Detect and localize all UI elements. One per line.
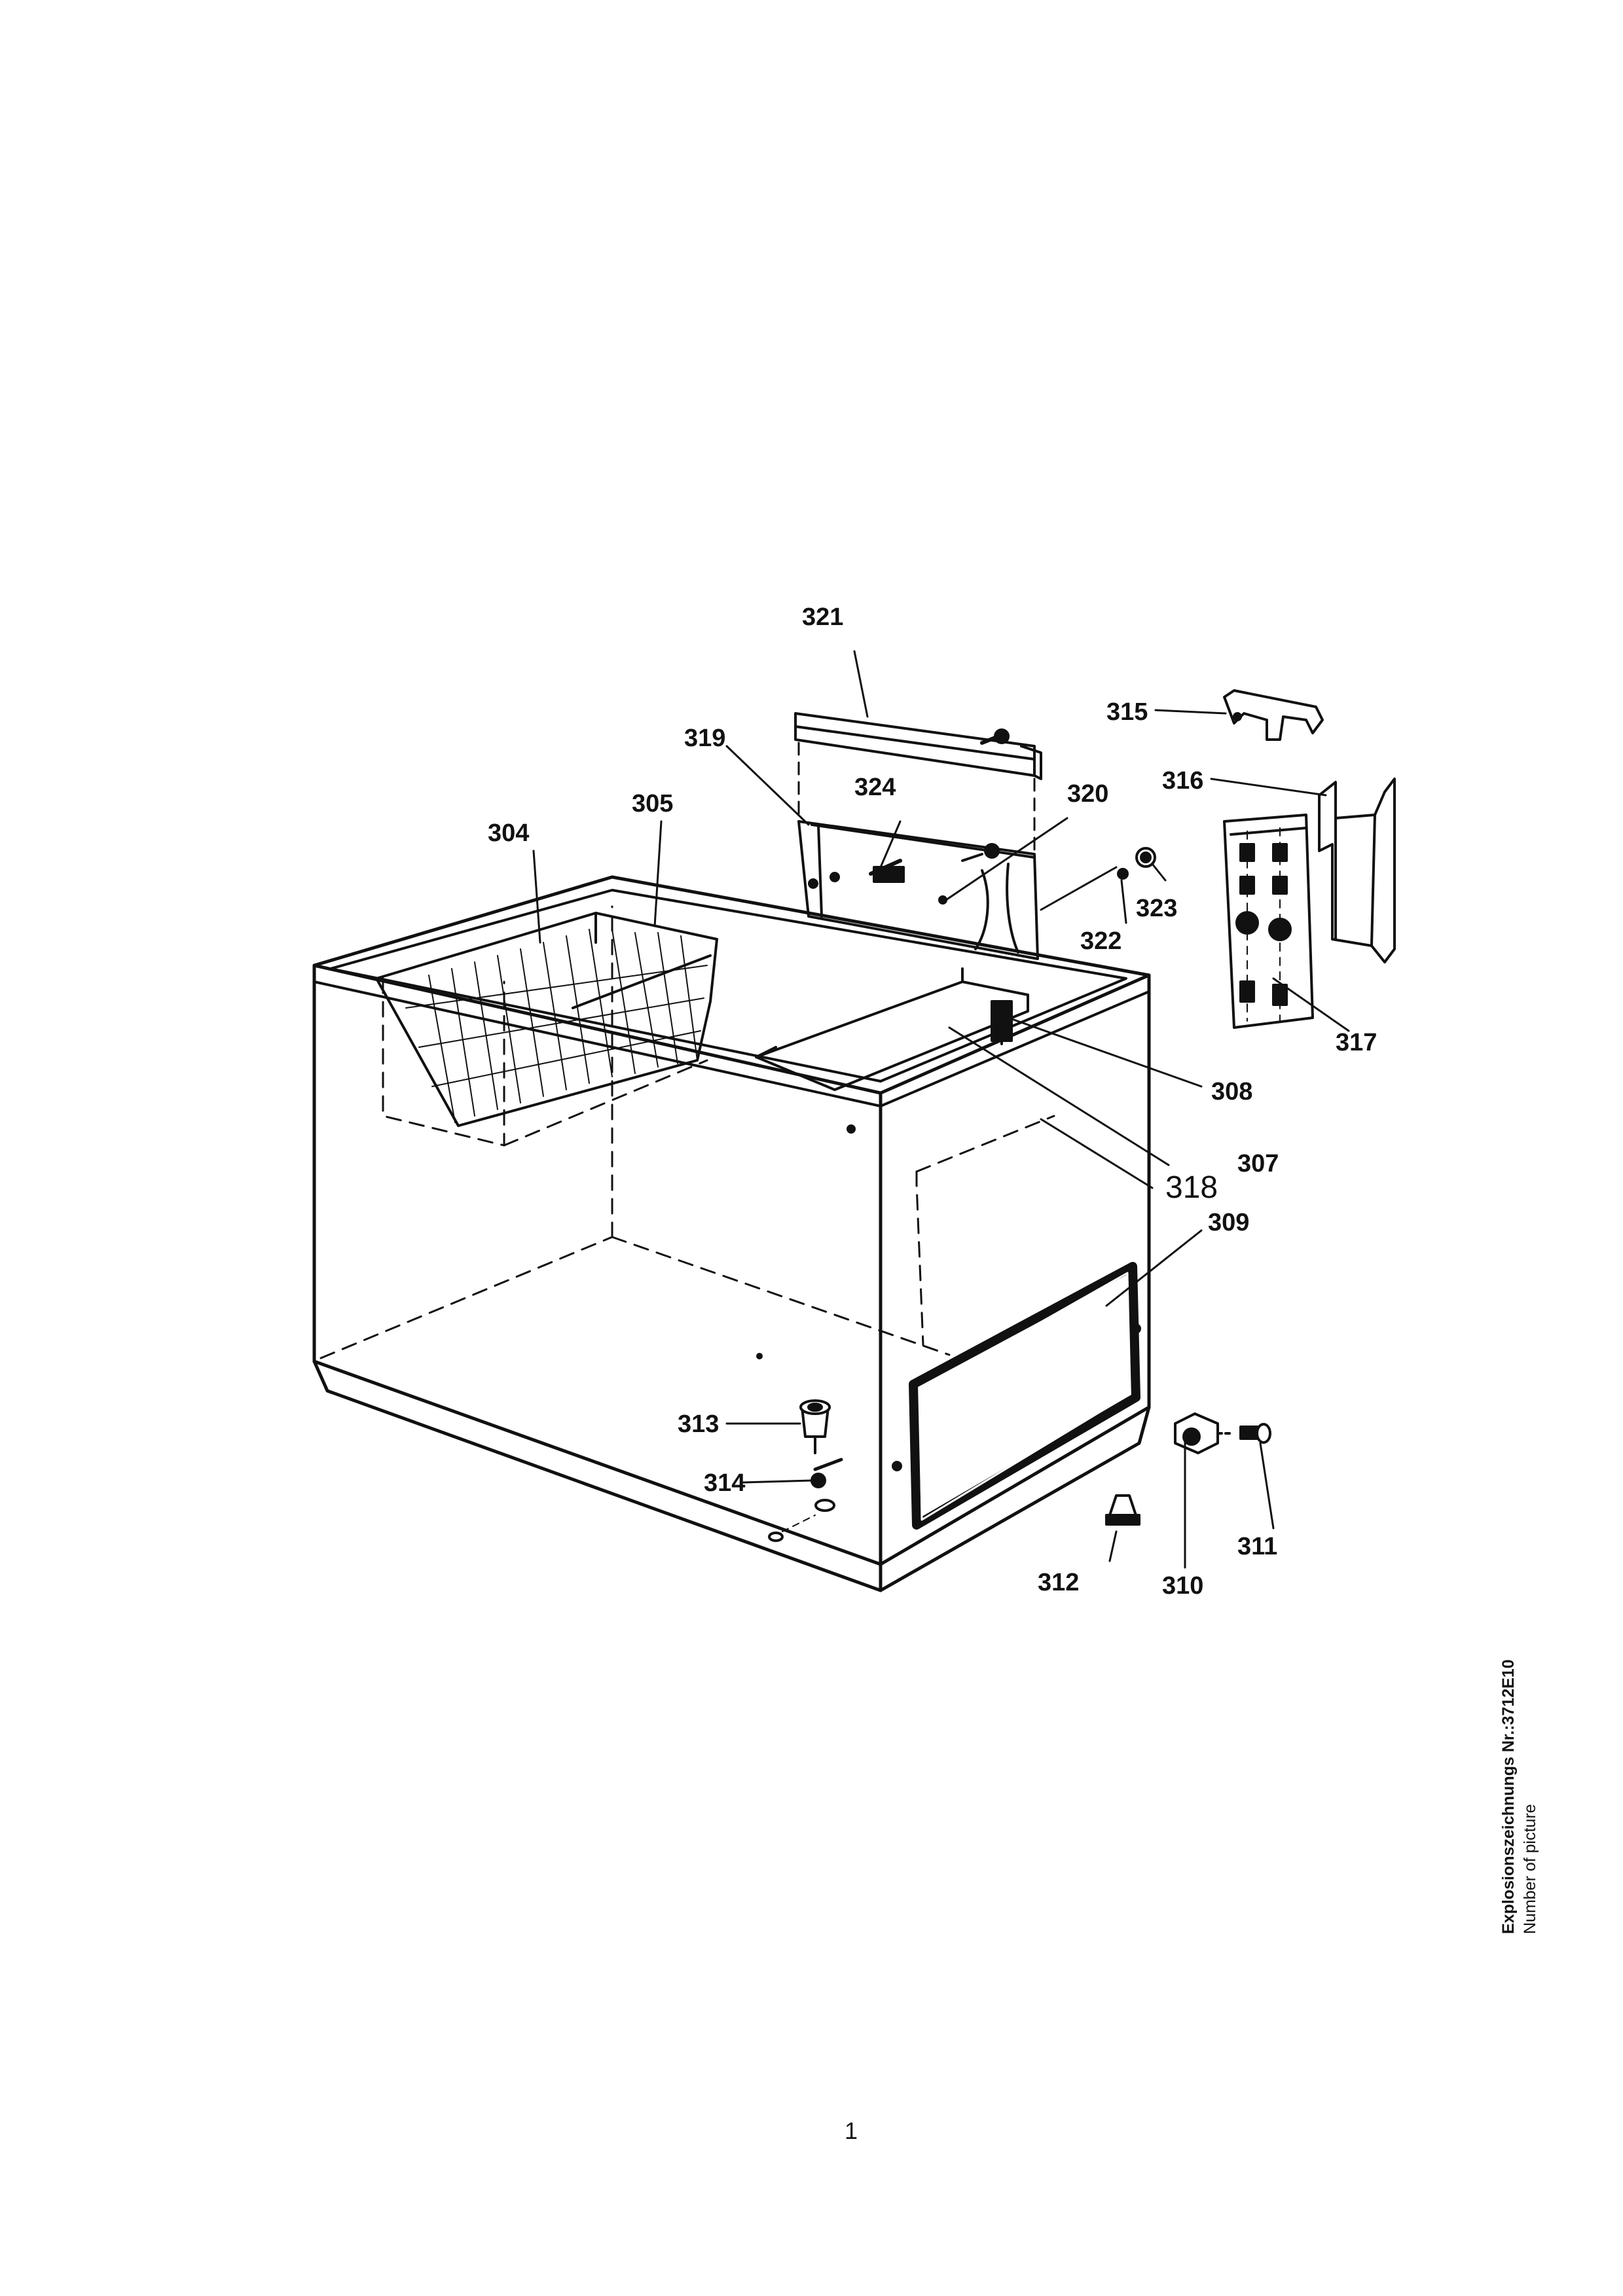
- callout-323: 323: [1136, 895, 1177, 922]
- callout-318: 318: [1165, 1170, 1218, 1205]
- wire-basket: [375, 912, 718, 1127]
- callout-322: 322: [1080, 927, 1122, 955]
- callout-317: 317: [1336, 1029, 1377, 1056]
- page-number: 1: [844, 2117, 858, 2144]
- drawing-number: Explosionszeichnungs Nr.:3712E10: [1499, 1659, 1518, 1934]
- callout-305: 305: [632, 790, 673, 817]
- callout-315: 315: [1106, 698, 1148, 726]
- callout-316: 316: [1162, 767, 1203, 795]
- cover-plate-307: [755, 967, 1029, 1091]
- callout-307: 307: [1237, 1150, 1279, 1177]
- window-panel-309: [909, 1262, 1140, 1530]
- callout-320: 320: [1067, 780, 1108, 808]
- cabinet-body: [312, 875, 1151, 1592]
- control-panel-319: [797, 820, 1039, 960]
- callout-309: 309: [1208, 1209, 1249, 1236]
- callout-311: 311: [1237, 1533, 1277, 1560]
- callout-319: 319: [684, 725, 725, 752]
- callout-labels: 304 305 307 308 309 310 311 312 313 314 …: [488, 603, 1377, 1600]
- top-trim-321: [794, 712, 1042, 855]
- callout-314: 314: [704, 1469, 745, 1497]
- callout-310: 310: [1162, 1572, 1203, 1600]
- callout-324: 324: [854, 774, 896, 801]
- drawing-caption: Explosionszeichnungs Nr.:3712E10 Number …: [1499, 1594, 1558, 1934]
- callout-304: 304: [488, 819, 529, 847]
- drawing-subtitle: Number of picture: [1521, 1804, 1539, 1934]
- leader-lines: [532, 650, 1350, 1569]
- callout-321: 321: [802, 603, 843, 631]
- hinge-bracket-317: [1223, 814, 1314, 1029]
- channel-cover-316: [1318, 778, 1396, 963]
- callout-313: 313: [678, 1410, 719, 1438]
- callout-312: 312: [1038, 1569, 1079, 1596]
- callout-308: 308: [1211, 1078, 1252, 1105]
- bracket-315: [1223, 689, 1324, 741]
